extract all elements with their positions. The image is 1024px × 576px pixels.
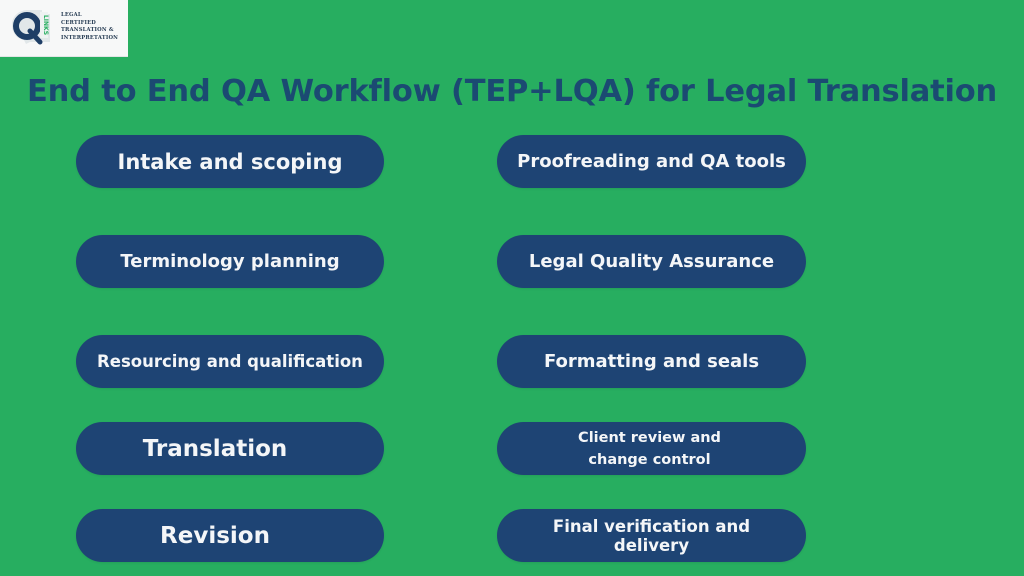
step-client-review-and-change-control[interactable]: Client review and change control bbox=[497, 422, 806, 475]
step-terminology-planning[interactable]: Terminology planning bbox=[76, 235, 384, 288]
q-links-logo-icon: LINKS bbox=[12, 10, 50, 45]
step-label: Legal Quality Assurance bbox=[528, 251, 775, 272]
step-translation[interactable]: Translation bbox=[76, 422, 384, 475]
logo-line-1: Legal bbox=[61, 12, 82, 18]
logo-tagline: Legal Certified Translation & Interpreta… bbox=[61, 12, 118, 42]
page-title: End to End QA Workflow (TEP+LQA) for Leg… bbox=[27, 74, 997, 109]
step-label: Intake and scoping bbox=[117, 149, 343, 174]
step-label: Revision bbox=[160, 522, 270, 549]
step-label: Terminology planning bbox=[120, 251, 340, 272]
step-label: Final verification and delivery bbox=[552, 516, 751, 555]
step-legal-quality-assurance[interactable]: Legal Quality Assurance bbox=[497, 235, 806, 288]
step-formatting-and-seals[interactable]: Formatting and seals bbox=[497, 335, 806, 388]
logo-line-4: Interpretation bbox=[61, 34, 119, 41]
step-label: Proofreading and QA tools bbox=[517, 151, 786, 172]
step-label: Resourcing and qualification bbox=[97, 352, 363, 371]
logo-line-2: Certified bbox=[61, 19, 96, 26]
company-logo: LINKS Legal Certified Translation & Inte… bbox=[0, 0, 128, 57]
step-final-verification-and-delivery[interactable]: Final verification and delivery bbox=[497, 509, 806, 562]
step-label: Translation bbox=[142, 435, 288, 462]
step-proofreading-and-qa-tools[interactable]: Proofreading and QA tools bbox=[497, 135, 806, 188]
step-resourcing-and-qualification[interactable]: Resourcing and qualification bbox=[76, 335, 384, 388]
step-label: Formatting and seals bbox=[543, 351, 760, 372]
step-intake-and-scoping[interactable]: Intake and scoping bbox=[76, 135, 384, 188]
svg-text:LINKS: LINKS bbox=[42, 15, 49, 35]
step-label: Client review and change control bbox=[578, 429, 721, 468]
step-revision[interactable]: Revision bbox=[76, 509, 384, 562]
logo-line-3: Translation & bbox=[61, 27, 114, 34]
